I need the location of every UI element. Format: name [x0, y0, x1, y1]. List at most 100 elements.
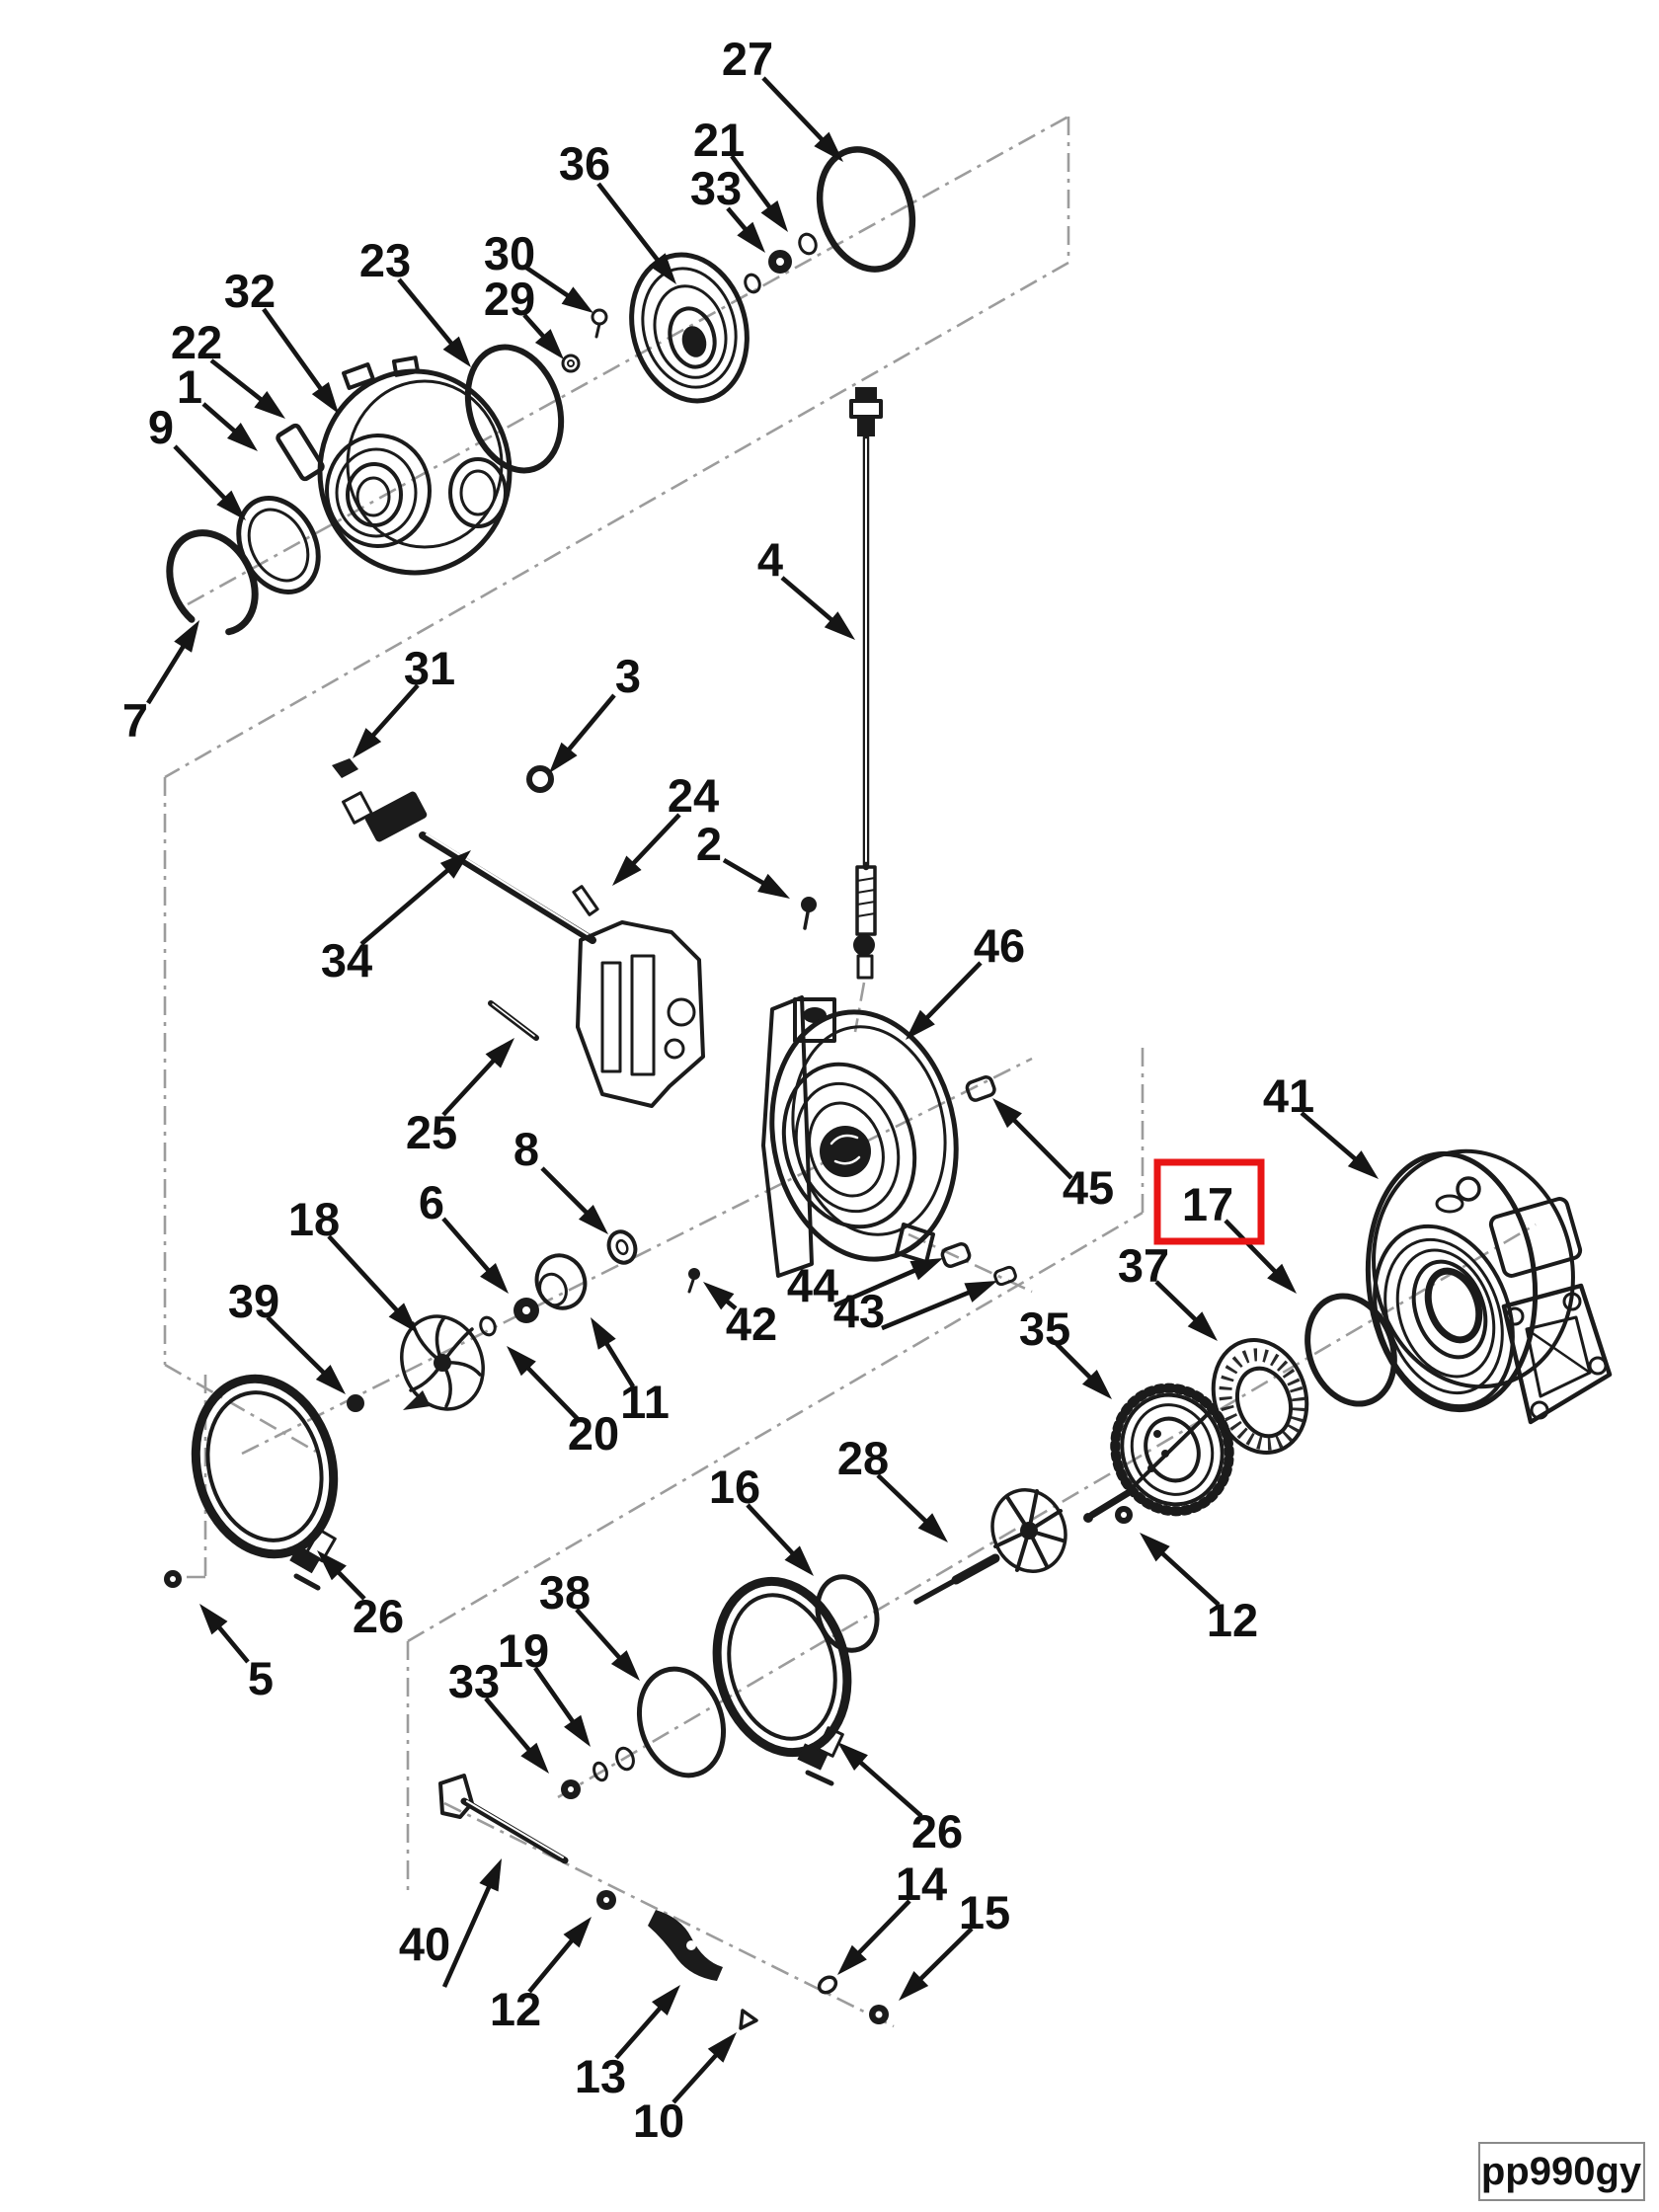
part-27-oring-large: [816, 146, 916, 273]
callout-16[interactable]: 16: [709, 1461, 814, 1576]
callout-number-35: 35: [1019, 1303, 1070, 1355]
callout-9[interactable]: 9: [148, 401, 246, 520]
callout-38[interactable]: 38: [539, 1566, 640, 1681]
callout-number-30: 30: [484, 227, 535, 279]
callout-33[interactable]: 33: [690, 162, 765, 253]
callout-44[interactable]: 44: [787, 1258, 943, 1311]
callout-number-22: 22: [171, 316, 222, 368]
callout-number-4: 4: [757, 533, 783, 586]
callout-36[interactable]: 36: [559, 137, 676, 284]
callout-29[interactable]: 29: [484, 273, 564, 359]
callout-30[interactable]: 30: [484, 227, 593, 313]
callout-number-10: 10: [633, 2094, 684, 2147]
callout-33[interactable]: 33: [448, 1655, 549, 1774]
part-15-nut: [869, 2005, 889, 2024]
callout-27[interactable]: 27: [722, 33, 843, 162]
callout-20[interactable]: 20: [507, 1346, 619, 1460]
callout-4[interactable]: 4: [757, 533, 855, 640]
callout-26[interactable]: 26: [837, 1742, 963, 1857]
highlight-box[interactable]: [1153, 1158, 1265, 1245]
callout-21[interactable]: 21: [693, 114, 788, 232]
drawing-code-box: pp990gy: [1478, 2142, 1645, 2201]
callout-43[interactable]: 43: [833, 1281, 997, 1337]
callout-28[interactable]: 28: [837, 1432, 948, 1542]
part-20-oring-small: [479, 1315, 497, 1337]
callout-number-38: 38: [539, 1566, 591, 1619]
callout-11[interactable]: 11: [591, 1317, 670, 1428]
callout-13[interactable]: 13: [575, 1985, 680, 2102]
callout-1[interactable]: 1: [177, 360, 258, 451]
callout-45[interactable]: 45: [992, 1098, 1114, 1214]
callout-17[interactable]: 17: [1182, 1178, 1297, 1294]
part-19-orings: [592, 1746, 635, 1782]
callout-number-12: 12: [1207, 1594, 1258, 1646]
callout-14[interactable]: 14: [837, 1857, 947, 1975]
callout-18[interactable]: 18: [288, 1193, 418, 1333]
callout-12[interactable]: 12: [490, 1917, 592, 2035]
part-9-seal-ring: [236, 496, 321, 594]
callout-24[interactable]: 24: [612, 769, 719, 886]
callout-number-34: 34: [321, 934, 372, 987]
part-24-pin: [572, 885, 599, 916]
part-14-oring-small: [817, 1975, 838, 1995]
callout-19[interactable]: 19: [498, 1624, 591, 1747]
part-32-compressor-housing: [317, 356, 513, 576]
callout-number-17: 17: [1182, 1178, 1233, 1230]
parts-illustration: [164, 146, 1613, 2030]
part-16-oring: [815, 1574, 880, 1653]
callout-25[interactable]: 25: [406, 1038, 514, 1158]
part-22-key-plate: [276, 423, 325, 482]
callout-23[interactable]: 23: [359, 234, 471, 367]
callout-42[interactable]: 42: [703, 1282, 777, 1350]
callout-number-5: 5: [248, 1652, 274, 1704]
callout-3[interactable]: 3: [549, 650, 641, 773]
part-18-compressor-wheel: [400, 1314, 485, 1411]
callout-41[interactable]: 41: [1263, 1069, 1379, 1179]
part-43-bushing: [993, 1265, 1017, 1287]
callout-35[interactable]: 35: [1019, 1303, 1112, 1399]
callout-37[interactable]: 37: [1118, 1239, 1218, 1341]
part-34-actuator: [342, 791, 705, 1108]
callout-12[interactable]: 12: [1140, 1533, 1258, 1646]
part-12-nut-lower: [596, 1890, 616, 1910]
callout-26[interactable]: 26: [317, 1550, 404, 1642]
part-8-washer: [606, 1229, 638, 1265]
callout-22[interactable]: 22: [171, 316, 285, 419]
part-12-nut-upper: [1115, 1506, 1133, 1524]
callout-number-31: 31: [404, 642, 455, 694]
callout-15[interactable]: 15: [899, 1886, 1010, 2001]
part-2-screw: [801, 897, 817, 930]
callout-number-41: 41: [1263, 1069, 1314, 1122]
callout-number-46: 46: [974, 919, 1025, 972]
part-29-washer: [561, 354, 581, 373]
callout-number-15: 15: [959, 1886, 1010, 1938]
callout-40[interactable]: 40: [399, 1858, 502, 1988]
callout-46[interactable]: 46: [906, 919, 1025, 1040]
part-33-nut-lower: [561, 1779, 581, 1799]
callout-number-26: 26: [911, 1805, 963, 1857]
callout-2[interactable]: 2: [696, 818, 790, 899]
callout-7[interactable]: 7: [122, 620, 199, 747]
callout-number-45: 45: [1063, 1161, 1114, 1214]
callout-number-29: 29: [484, 273, 535, 325]
callout-8[interactable]: 8: [514, 1123, 608, 1234]
callout-number-13: 13: [575, 2050, 626, 2102]
callout-5[interactable]: 5: [199, 1604, 274, 1704]
callout-number-3: 3: [615, 650, 641, 702]
part-3-grommet: [526, 765, 554, 793]
part-21-oring-small: [798, 232, 818, 256]
callout-10[interactable]: 10: [633, 2032, 737, 2147]
callout-39[interactable]: 39: [228, 1275, 346, 1394]
callout-34[interactable]: 34: [321, 850, 471, 987]
part-45-bushing: [965, 1075, 996, 1102]
part-30-screw: [591, 308, 608, 339]
callout-number-33: 33: [448, 1655, 500, 1707]
callout-32[interactable]: 32: [224, 265, 339, 414]
callout-31[interactable]: 31: [353, 642, 455, 758]
part-11-thrust-collar: [534, 1253, 588, 1310]
part-40-rod: [438, 1774, 569, 1864]
callout-6[interactable]: 6: [419, 1176, 509, 1294]
